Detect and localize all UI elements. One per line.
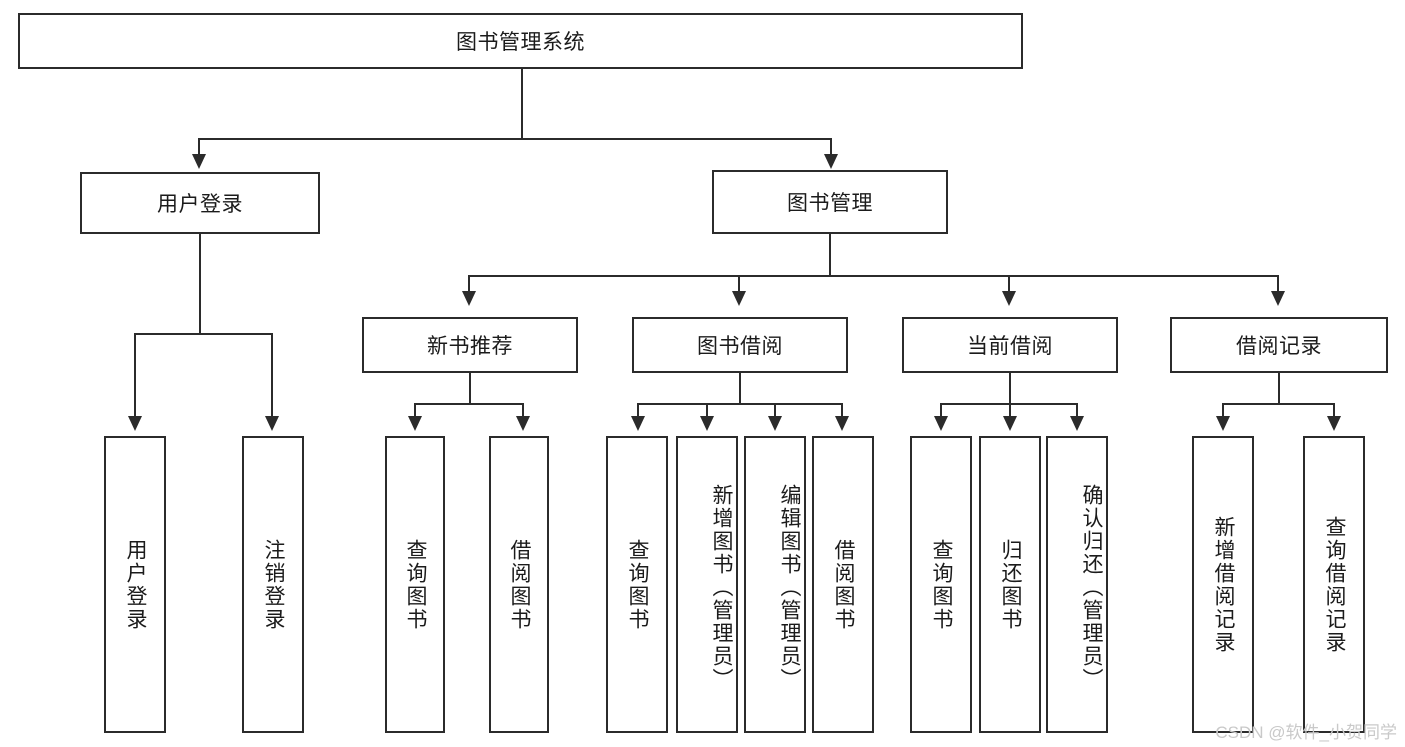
arrow-to-leaf-query-book-1	[408, 416, 422, 431]
leaf-borrow-book-recommend[interactable]: 借阅图书	[489, 436, 549, 733]
connector-book-manage-leg-4	[1277, 275, 1279, 293]
connector-record-bus	[1222, 403, 1335, 405]
leaf-add-borrow-record[interactable]: 新增借阅记录	[1192, 436, 1254, 733]
node-borrow-record[interactable]: 借阅记录	[1170, 317, 1388, 373]
connector-root-leg-right	[830, 138, 832, 156]
node-label: 查询借阅记录	[1323, 515, 1346, 654]
leaf-return-book[interactable]: 归还图书	[979, 436, 1041, 733]
arrow-to-leaf-borrow-book-2	[835, 416, 849, 431]
connector-current-leg-3	[1076, 403, 1078, 417]
arrow-to-book-borrow	[732, 291, 746, 306]
node-label: 新增图书（管理员）	[710, 484, 733, 691]
leaf-query-book-current[interactable]: 查询图书	[910, 436, 972, 733]
arrow-to-current-borrow	[1002, 291, 1016, 306]
node-new-book-recommend[interactable]: 新书推荐	[362, 317, 578, 373]
arrow-to-leaf-user-login	[128, 416, 142, 431]
arrow-to-borrow-record	[1271, 291, 1285, 306]
connector-user-login-leg-1	[134, 333, 136, 418]
connector-user-login-bus	[134, 333, 273, 335]
connector-book-manage-stem	[829, 234, 831, 276]
arrow-to-leaf-borrow-book-1	[516, 416, 530, 431]
node-label: 查询图书	[404, 538, 427, 631]
node-label: 借阅图书	[508, 538, 531, 631]
node-book-borrow[interactable]: 图书借阅	[632, 317, 848, 373]
arrow-to-book-manage	[824, 154, 838, 169]
leaf-logout[interactable]: 注销登录	[242, 436, 304, 733]
connector-record-leg-2	[1333, 403, 1335, 417]
arrow-to-leaf-logout	[265, 416, 279, 431]
node-label: 归还图书	[999, 538, 1022, 631]
arrow-to-leaf-query-record	[1327, 416, 1341, 431]
connector-book-manage-bus	[468, 275, 1278, 277]
arrow-to-user-login	[192, 154, 206, 169]
node-label: 确认归还（管理员）	[1080, 484, 1103, 691]
node-label: 借阅图书	[832, 538, 855, 631]
watermark: CSDN @软件_小贺同学	[1215, 723, 1397, 742]
leaf-user-login[interactable]: 用户登录	[104, 436, 166, 733]
connector-root-leg-left	[198, 138, 200, 156]
connector-borrow-bus	[637, 403, 843, 405]
arrow-to-leaf-edit-book	[768, 416, 782, 431]
connector-recommend-stem	[469, 373, 471, 405]
connector-book-manage-leg-3	[1008, 275, 1010, 293]
connector-user-login-stem	[199, 234, 201, 334]
node-label: 用户登录	[124, 538, 147, 631]
connector-borrow-leg-3	[774, 403, 776, 417]
node-root-system[interactable]: 图书管理系统	[18, 13, 1023, 69]
leaf-query-borrow-record[interactable]: 查询借阅记录	[1303, 436, 1365, 733]
node-label: 图书管理	[787, 192, 873, 215]
connector-root-bus	[198, 138, 832, 140]
node-label: 查询图书	[626, 538, 649, 631]
node-label: 新书推荐	[427, 335, 513, 358]
node-user-login[interactable]: 用户登录	[80, 172, 320, 234]
leaf-borrow-book[interactable]: 借阅图书	[812, 436, 874, 733]
arrow-to-new-book-recommend	[462, 291, 476, 306]
arrow-to-leaf-query-book-2	[631, 416, 645, 431]
node-label: 编辑图书（管理员）	[778, 484, 801, 691]
arrow-to-leaf-confirm-return	[1070, 416, 1084, 431]
node-label: 图书管理系统	[456, 31, 585, 54]
connector-borrow-leg-1	[637, 403, 639, 417]
arrow-to-leaf-query-book-3	[934, 416, 948, 431]
connector-borrow-leg-2	[706, 403, 708, 417]
connector-root-stem	[521, 69, 523, 139]
node-label: 用户登录	[157, 193, 243, 216]
leaf-query-book-borrow[interactable]: 查询图书	[606, 436, 668, 733]
leaf-add-book-admin[interactable]: 新增图书（管理员）	[676, 436, 738, 733]
node-label: 借阅记录	[1236, 335, 1322, 358]
arrow-to-leaf-return-book	[1003, 416, 1017, 431]
node-label: 当前借阅	[967, 335, 1053, 358]
connector-borrow-leg-4	[841, 403, 843, 417]
arrow-to-leaf-add-book	[700, 416, 714, 431]
node-label: 图书借阅	[697, 335, 783, 358]
node-label: 注销登录	[262, 538, 285, 631]
leaf-query-book-recommend[interactable]: 查询图书	[385, 436, 445, 733]
connector-book-manage-leg-2	[738, 275, 740, 293]
connector-user-login-leg-2	[271, 333, 273, 418]
connector-current-leg-2	[1009, 403, 1011, 417]
node-label: 查询图书	[930, 538, 953, 631]
connector-recommend-leg-2	[522, 403, 524, 417]
connector-recommend-bus	[414, 403, 524, 405]
connector-current-leg-1	[940, 403, 942, 417]
node-current-borrow[interactable]: 当前借阅	[902, 317, 1118, 373]
connector-record-leg-1	[1222, 403, 1224, 417]
leaf-confirm-return-admin[interactable]: 确认归还（管理员）	[1046, 436, 1108, 733]
connector-record-stem	[1278, 373, 1280, 405]
leaf-edit-book-admin[interactable]: 编辑图书（管理员）	[744, 436, 806, 733]
connector-borrow-stem	[739, 373, 741, 405]
connector-book-manage-leg-1	[468, 275, 470, 293]
node-label: 新增借阅记录	[1212, 515, 1235, 654]
connector-recommend-leg-1	[414, 403, 416, 417]
arrow-to-leaf-add-record	[1216, 416, 1230, 431]
connector-current-stem	[1009, 373, 1011, 405]
node-book-manage[interactable]: 图书管理	[712, 170, 948, 234]
